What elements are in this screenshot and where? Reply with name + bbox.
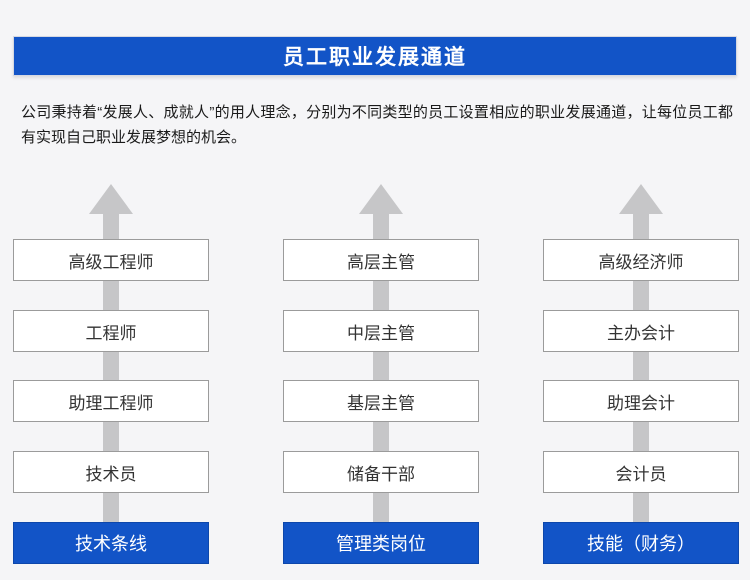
level-box: 高级工程师 — [13, 239, 209, 281]
intro-paragraph: 公司秉持着“发展人、成就人”的用人理念，分别为不同类型的员工设置相应的职业发展通… — [21, 104, 733, 146]
up-arrow-icon — [89, 184, 133, 214]
track-title: 技能（财务） — [587, 534, 695, 554]
up-arrow-icon — [619, 184, 663, 214]
up-arrow-icon — [359, 184, 403, 214]
level-label: 助理工程师 — [68, 393, 154, 413]
career-track-management: 高层主管 中层主管 基层主管 储备干部 管理类岗位 — [283, 180, 479, 566]
arrow-shaft — [373, 212, 389, 522]
level-box: 中层主管 — [283, 310, 479, 352]
level-box: 助理会计 — [543, 380, 739, 422]
level-label: 助理会计 — [607, 393, 675, 413]
level-box: 工程师 — [13, 310, 209, 352]
track-title: 管理类岗位 — [336, 534, 426, 554]
level-box: 高层主管 — [283, 239, 479, 281]
arrow-shaft — [103, 212, 119, 522]
level-box: 主办会计 — [543, 310, 739, 352]
page-title: 员工职业发展通道 — [283, 46, 467, 69]
level-box: 基层主管 — [283, 380, 479, 422]
arrow-shaft — [633, 212, 649, 522]
level-label: 高级工程师 — [68, 252, 154, 272]
level-label: 技术员 — [85, 464, 137, 484]
level-label: 高层主管 — [347, 252, 415, 272]
level-label: 基层主管 — [347, 393, 415, 413]
level-label: 高级经济师 — [598, 252, 684, 272]
page-title-banner: 员工职业发展通道 — [13, 36, 737, 76]
level-label: 会计员 — [615, 464, 667, 484]
level-box: 储备干部 — [283, 451, 479, 493]
track-title-box: 管理类岗位 — [283, 522, 479, 564]
level-box: 会计员 — [543, 451, 739, 493]
level-label: 主办会计 — [607, 323, 675, 343]
level-box: 助理工程师 — [13, 380, 209, 422]
level-label: 储备干部 — [347, 464, 415, 484]
level-label: 中层主管 — [347, 323, 415, 343]
track-title: 技术条线 — [75, 534, 147, 554]
career-track-technical: 高级工程师 工程师 助理工程师 技术员 技术条线 — [13, 180, 209, 566]
track-title-box: 技术条线 — [13, 522, 209, 564]
level-box: 技术员 — [13, 451, 209, 493]
track-title-box: 技能（财务） — [543, 522, 739, 564]
career-track-finance-skill: 高级经济师 主办会计 助理会计 会计员 技能（财务） — [543, 180, 739, 566]
level-label: 工程师 — [85, 323, 137, 343]
level-box: 高级经济师 — [543, 239, 739, 281]
